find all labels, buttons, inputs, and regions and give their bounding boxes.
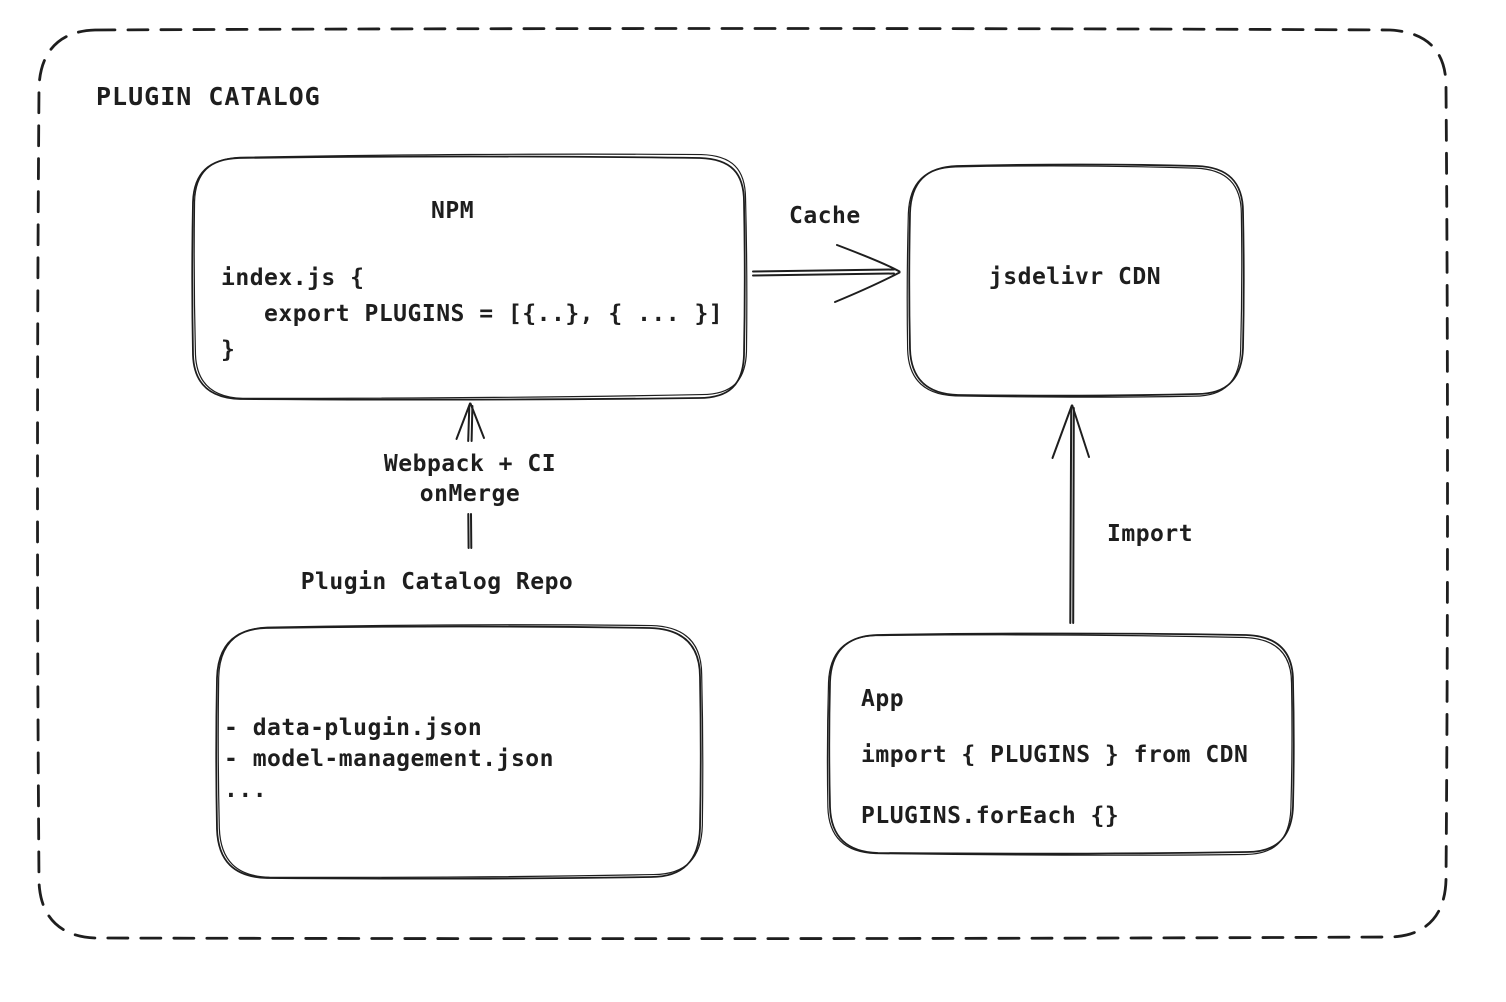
app-node-title: App <box>861 686 905 712</box>
app-node-foreach-code: PLUGINS.forEach {} <box>861 803 1120 829</box>
cache-arrow-label: Cache <box>789 203 861 229</box>
npm-node-box <box>191 153 748 401</box>
import-arrow-label: Import <box>1107 521 1194 547</box>
cdn-node-title: jsdelivr CDN <box>988 264 1162 290</box>
repo-node-files: - data-plugin.json - model-management.js… <box>224 715 554 803</box>
app-node-box <box>826 632 1295 856</box>
diagram-title: PLUGIN CATALOG <box>96 82 321 111</box>
npm-node-title: NPM <box>431 198 475 224</box>
app-node-import-code: import { PLUGINS } from CDN <box>861 742 1249 768</box>
catalog-boundary-border <box>36 27 1449 941</box>
build-arrow <box>455 402 485 549</box>
repo-node-title: Plugin Catalog Repo <box>300 569 574 595</box>
repo-node-box <box>215 624 704 880</box>
cdn-node-box <box>906 163 1245 398</box>
import-arrow <box>1051 404 1090 624</box>
build-arrow-label: Webpack + CI onMerge <box>383 451 557 507</box>
cache-arrow <box>752 244 901 303</box>
npm-node-code: index.js { export PLUGINS = [{..}, { ...… <box>221 265 724 363</box>
